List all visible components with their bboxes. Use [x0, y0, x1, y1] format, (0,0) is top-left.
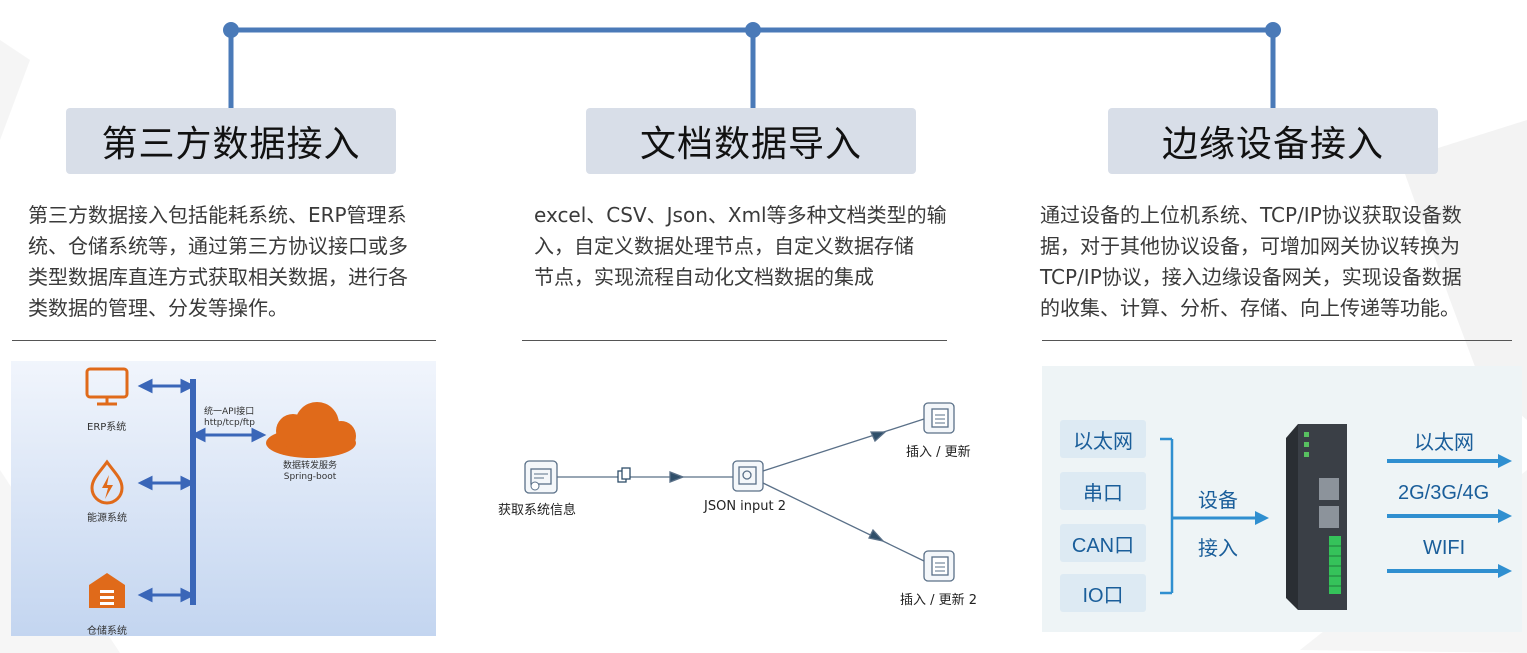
section-title-document-import: 文档数据导入	[586, 108, 916, 174]
center-label-access: 接入	[1198, 538, 1238, 560]
node-label-get-system-info: 获取系统信息	[498, 503, 577, 518]
gateway-device-icon	[1286, 424, 1347, 610]
api-interface-label: 统一API接口 http/tcp/ftp	[204, 407, 255, 429]
system-label-energy: 能源系统	[87, 513, 127, 524]
monitor-icon	[85, 367, 129, 406]
output-label-ethernet: 以太网	[1414, 432, 1474, 454]
cloud-icon	[266, 402, 356, 458]
center-label-device: 设备	[1198, 490, 1238, 512]
desc-line: 类数据的管理、分发等操作。	[28, 296, 288, 320]
desc-line: 类型数据库直连方式获取相关数据，进行各	[28, 265, 408, 289]
input-tag-io: IO口	[1060, 574, 1146, 612]
node-icon-insert-update-2	[923, 550, 955, 582]
input-tag-serial: 串口	[1060, 472, 1146, 510]
node-label-insert-update: 插入 / 更新	[906, 445, 971, 460]
document-icon	[617, 467, 631, 483]
energy-drop-icon	[90, 459, 124, 505]
section-desc-third-party: 第三方数据接入包括能耗系统、ERP管理系 统、仓储系统等，通过第三方协议接口或多…	[28, 200, 408, 324]
desc-line: 据，对于其他协议设备，可增加网关协议转换为	[1040, 234, 1460, 258]
third-party-diagram: ERP系统 能源系统 仓储系统 统一API接口 http/tcp/ftp 数据转…	[11, 361, 436, 637]
node-icon-insert-update	[923, 402, 955, 434]
desc-line: 统、仓储系统等，通过第三方协议接口或多	[28, 234, 408, 258]
node-icon-json-input	[732, 460, 764, 492]
desc-line: 的收集、计算、分析、存储、向上传递等功能。	[1040, 296, 1460, 320]
section-desc-document-import: excel、CSV、Json、Xml等多种文档类型的输 入，自定义数据处理节点，…	[534, 200, 947, 293]
section-desc-edge-device: 通过设备的上位机系统、TCP/IP协议获取设备数 据，对于其他协议设备，可增加网…	[1040, 200, 1462, 324]
api-label-line: 统一API接口	[204, 407, 255, 417]
system-label-erp: ERP系统	[87, 422, 127, 433]
desc-line: 节点，实现流程自动化文档数据的集成	[534, 265, 874, 289]
node-label-json-input: JSON input 2	[704, 499, 787, 514]
document-flow-diagram: 获取系统信息 JSON input 2 插入 / 更新 插入 / 更新 2	[490, 385, 990, 620]
output-label-wifi: WIFI	[1423, 537, 1466, 559]
api-label-line: http/tcp/ftp	[204, 418, 255, 428]
desc-line: 第三方数据接入包括能耗系统、ERP管理系	[28, 203, 407, 227]
divider-rule	[522, 340, 947, 341]
desc-line: TCP/IP协议，接入边缘设备网关，实现设备数据	[1040, 265, 1462, 289]
cloud-label-line: Spring-boot	[283, 472, 337, 482]
node-icon-get-system-info	[524, 460, 558, 494]
cloud-service-label: 数据转发服务 Spring-boot	[283, 461, 337, 483]
third-party-diagram-graphic	[85, 367, 356, 608]
desc-line: excel、CSV、Json、Xml等多种文档类型的输	[534, 203, 947, 227]
input-tag-ethernet: 以太网	[1060, 420, 1146, 458]
edge-device-diagram: 以太网 串口 CAN口 IO口	[1042, 366, 1522, 632]
output-label-cellular: 2G/3G/4G	[1398, 482, 1490, 504]
cloud-label-line: 数据转发服务	[283, 461, 338, 471]
divider-rule	[12, 340, 436, 341]
system-label-warehouse: 仓储系统	[87, 626, 127, 637]
document-flow-graphic	[524, 402, 955, 582]
connector-tree	[223, 22, 1281, 108]
warehouse-icon	[89, 573, 125, 608]
section-title-edge-device: 边缘设备接入	[1108, 108, 1438, 174]
section-title-third-party: 第三方数据接入	[66, 108, 396, 174]
input-tag-can: CAN口	[1060, 524, 1146, 562]
divider-rule	[1042, 340, 1512, 341]
desc-line: 通过设备的上位机系统、TCP/IP协议获取设备数	[1040, 203, 1462, 227]
desc-line: 入，自定义数据处理节点，自定义数据存储	[534, 234, 914, 258]
node-label-insert-update-2: 插入 / 更新 2	[900, 593, 978, 608]
edge-device-graphic	[1160, 424, 1512, 610]
